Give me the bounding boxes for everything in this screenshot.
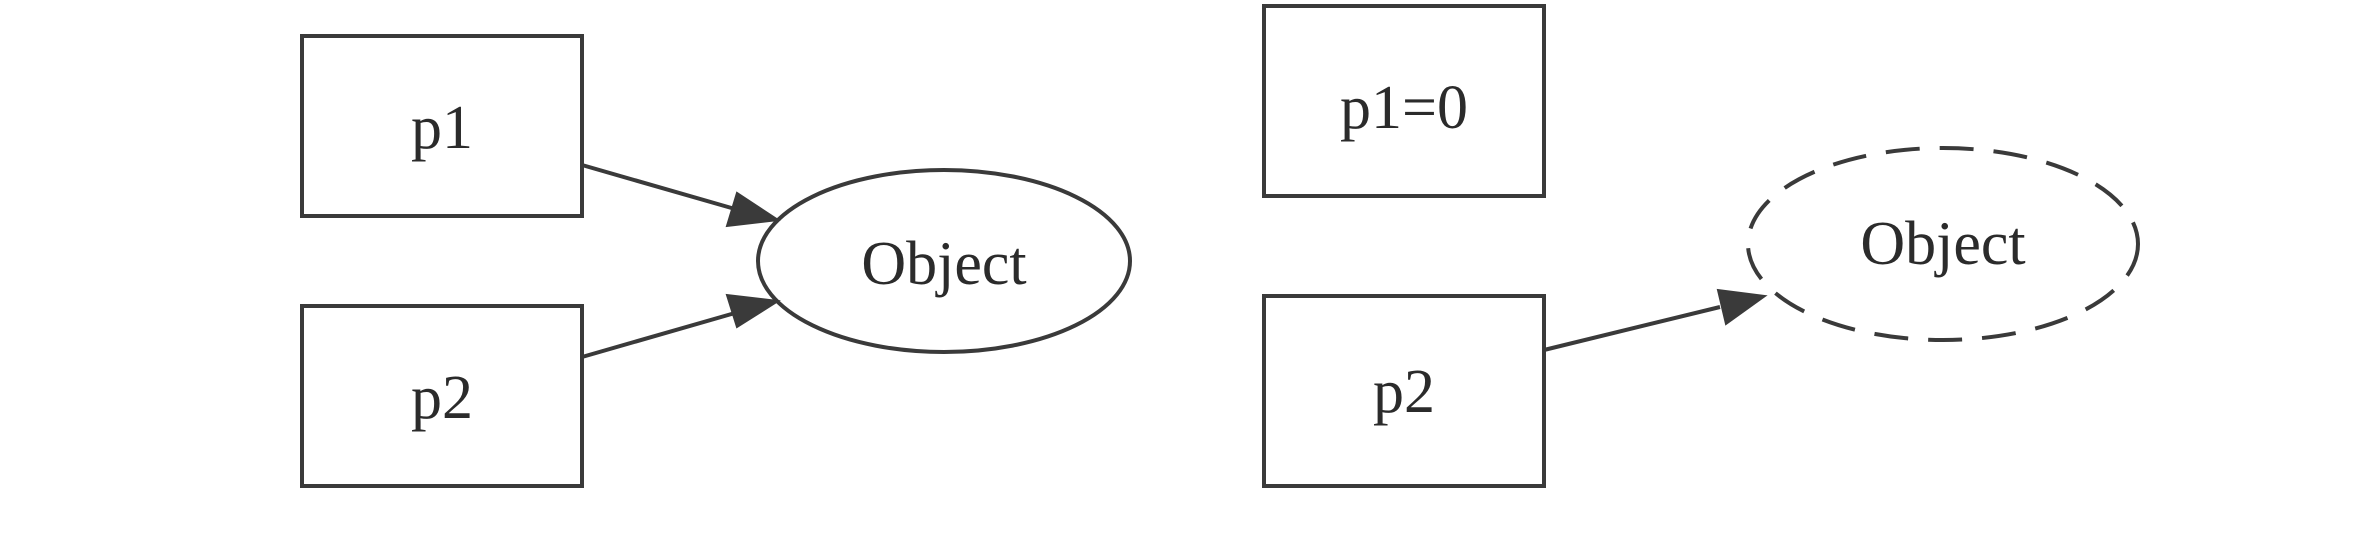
left-edge-p1-line — [581, 163, 736, 211]
right-edge-p2-line — [1543, 305, 1721, 352]
left-edge-p1-object — [581, 163, 781, 228]
left-object-ellipse — [756, 168, 1132, 354]
left-edge-p2-line — [581, 311, 736, 359]
left-edge-p2-arrowhead — [725, 293, 781, 329]
right-node-object: Object — [1746, 146, 2140, 342]
right-p1-box — [1262, 4, 1546, 198]
right-p2-box — [1262, 294, 1546, 488]
right-panel: p1=0 p2 Object — [1262, 4, 2140, 488]
left-panel: p1 p2 Object — [300, 34, 1132, 488]
right-object-ellipse — [1746, 146, 2140, 342]
left-node-p2: p2 — [300, 304, 584, 488]
right-p1-label: p1=0 — [1340, 74, 1468, 142]
left-object-label: Object — [861, 230, 1026, 298]
left-p2-label: p2 — [411, 364, 473, 432]
left-node-object: Object — [756, 168, 1132, 354]
left-p1-label: p1 — [411, 94, 473, 162]
right-node-p1: p1=0 — [1262, 4, 1546, 198]
left-p2-box — [300, 304, 584, 488]
right-node-p2: p2 — [1262, 294, 1546, 488]
right-p2-label: p2 — [1373, 358, 1435, 426]
right-edge-p2-arrowhead — [1716, 288, 1768, 326]
left-node-p1: p1 — [300, 34, 584, 218]
left-edge-p1-arrowhead — [725, 191, 781, 228]
left-p1-box — [300, 34, 584, 218]
right-edge-p2-object — [1543, 288, 1768, 352]
right-object-label: Object — [1860, 210, 2025, 278]
left-edge-p2-object — [581, 293, 781, 359]
